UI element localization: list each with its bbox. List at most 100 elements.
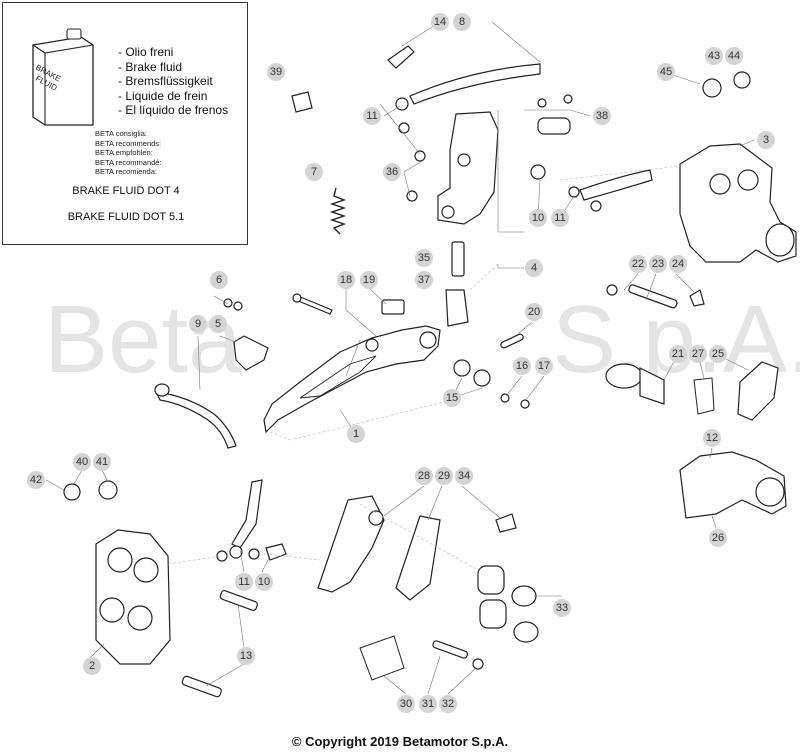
callout-31: 31 [419, 695, 437, 713]
svg-text:26: 26 [712, 532, 724, 544]
callout-10-front: 10 [255, 573, 273, 591]
callout-4: 4 [525, 259, 543, 277]
callout-28: 28 [415, 467, 433, 485]
callout-40: 40 [73, 453, 91, 471]
svg-text:9: 9 [195, 318, 201, 330]
svg-text:44: 44 [728, 50, 740, 62]
svg-text:29: 29 [438, 470, 450, 482]
callout-15: 15 [443, 389, 461, 407]
svg-text:36: 36 [386, 166, 398, 178]
svg-text:5: 5 [215, 318, 221, 330]
callout-42: 42 [27, 471, 45, 489]
callout-27: 27 [689, 345, 707, 363]
svg-text:18: 18 [340, 274, 352, 286]
callout-36: 36 [383, 163, 401, 181]
callout-8: 8 [453, 13, 471, 31]
brake-fluid-can-icon: BRAKE FLUID [32, 28, 94, 126]
rear-pad-part [737, 361, 779, 421]
callout-9: 9 [189, 315, 207, 333]
svg-text:7: 7 [311, 166, 317, 178]
svg-text:19: 19 [363, 274, 375, 286]
callout-34: 34 [455, 467, 473, 485]
recommend-it: BETA consiglia: [95, 129, 147, 138]
front-caliper-part [95, 529, 171, 665]
callout-7: 7 [305, 163, 323, 181]
recommend-de: BETA empfohlen: [95, 148, 153, 157]
pedal-tip-part [233, 335, 269, 371]
svg-text:40: 40 [76, 456, 88, 468]
callout-39: 39 [267, 63, 285, 81]
callout-29: 29 [435, 467, 453, 485]
spec-dot4: BRAKE FLUID DOT 4 [72, 185, 180, 197]
recommend-es: BETA recomienda: [95, 167, 157, 176]
pedal-link-line-part [154, 391, 237, 449]
callout-11-front: 11 [235, 573, 253, 591]
callout-20: 20 [525, 303, 543, 321]
callout-26: 26 [709, 529, 727, 547]
svg-text:10: 10 [258, 576, 270, 588]
recommend-fr: BETA recommandé: [95, 157, 162, 167]
callout-6: 6 [210, 271, 228, 289]
master-cylinder-part [437, 111, 499, 225]
callout-1: 1 [347, 425, 365, 443]
svg-text:43: 43 [708, 50, 720, 62]
fluid-name-fr: - Liquide de frein [118, 88, 208, 103]
callout-11-rear: 11 [551, 209, 569, 227]
svg-text:28: 28 [418, 470, 430, 482]
svg-text:24: 24 [672, 258, 684, 270]
callout-43: 43 [705, 47, 723, 65]
svg-text:30: 30 [400, 698, 412, 710]
callout-16: 16 [513, 357, 531, 375]
callout-37: 37 [415, 271, 433, 289]
svg-text:17: 17 [538, 360, 550, 372]
svg-text:41: 41 [96, 456, 108, 468]
svg-text:1: 1 [353, 428, 359, 440]
upper-brake-hose-part [409, 63, 541, 105]
brake-pedal-part [263, 325, 441, 434]
fluid-name-list: - Olio freni - Brake fluid - Bremsflüssi… [118, 45, 228, 118]
callout-21: 21 [669, 345, 687, 363]
svg-text:3: 3 [763, 134, 769, 146]
callout-14: 14 [431, 13, 449, 31]
callout-38: 38 [593, 107, 611, 125]
svg-text:21: 21 [672, 348, 684, 360]
callout-19: 19 [360, 271, 378, 289]
svg-text:11: 11 [238, 576, 249, 588]
front-bracket-part [317, 495, 385, 593]
callout-32: 32 [439, 695, 457, 713]
brake-fluid-panel: BRAKE FLUID - Olio freni - Brake fluid -… [2, 2, 248, 245]
copyright-notice: © Copyright 2019 Betamotor S.p.A. [291, 734, 509, 749]
svg-text:14: 14 [434, 16, 446, 28]
front-brake-hose-part [231, 479, 263, 549]
svg-text:25: 25 [712, 348, 724, 360]
callout-30: 30 [397, 695, 415, 713]
svg-text:10: 10 [532, 212, 544, 224]
front-pad-part [395, 515, 441, 601]
svg-text:37: 37 [418, 274, 430, 286]
svg-text:12: 12 [706, 432, 718, 444]
callout-23: 23 [649, 255, 667, 273]
svg-text:34: 34 [458, 470, 470, 482]
svg-text:38: 38 [596, 110, 608, 122]
callout-44: 44 [725, 47, 743, 65]
callout-5: 5 [209, 315, 227, 333]
callout-11-top: 11 [363, 107, 381, 125]
recommendation-list: BETA consiglia: BETA recommends: BETA em… [95, 129, 162, 177]
callout-17: 17 [535, 357, 553, 375]
svg-text:39: 39 [270, 66, 282, 78]
callout-41: 41 [93, 453, 111, 471]
svg-text:4: 4 [531, 262, 537, 274]
callout-45: 45 [657, 63, 675, 81]
recommend-en: BETA recommends: [95, 138, 162, 148]
clevis-part [445, 289, 469, 327]
fluid-name-de: - Bremsflüssigkeit [118, 74, 213, 88]
callout-2: 2 [83, 657, 101, 675]
svg-text:33: 33 [556, 602, 568, 614]
callout-12: 12 [703, 429, 721, 447]
callout-25: 25 [709, 345, 727, 363]
callout-18: 18 [337, 271, 355, 289]
svg-text:45: 45 [660, 66, 672, 78]
callout-10-rear: 10 [529, 209, 547, 227]
svg-text:27: 27 [692, 348, 704, 360]
